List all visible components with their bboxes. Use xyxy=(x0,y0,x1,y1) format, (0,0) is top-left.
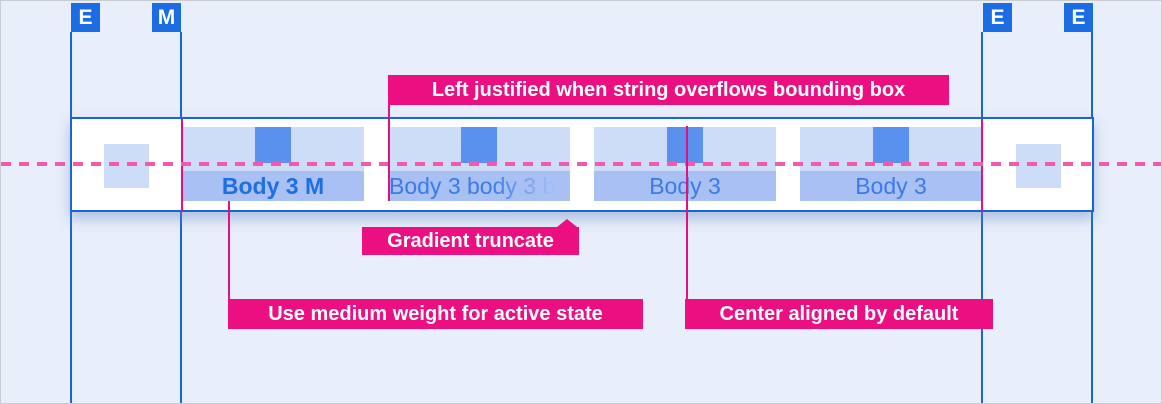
spacing-square-marker xyxy=(873,127,909,163)
guide-line-first-tab xyxy=(180,32,182,403)
spacing-square-marker xyxy=(461,127,497,163)
tab-label: Body 3 xyxy=(594,171,776,201)
annotation-left-justified: Left justified when string overflows bou… xyxy=(388,75,949,105)
spacing-chip-m: M xyxy=(152,3,181,32)
spacing-chip-e: E xyxy=(1064,3,1093,32)
tab-label: Body 3 M xyxy=(182,171,364,201)
tab-label: Body 3 xyxy=(800,171,982,201)
connector-left-justified xyxy=(388,105,390,201)
spacing-chip-e: E xyxy=(71,3,100,32)
gradient-truncate-overlay xyxy=(490,171,570,201)
horizontal-center-dashed-line xyxy=(1,162,1161,166)
leading-icon-placeholder[interactable] xyxy=(104,144,149,188)
guide-line-last-tab xyxy=(981,32,983,403)
spacing-square-marker xyxy=(667,127,703,163)
annotation-medium-weight: Use medium weight for active state xyxy=(228,299,643,329)
spacing-square-marker xyxy=(255,127,291,163)
annotation-gradient-truncate: Gradient truncate xyxy=(362,227,579,255)
spacing-chip-e: E xyxy=(983,3,1012,32)
trailing-icon-placeholder[interactable] xyxy=(1016,144,1061,188)
connector-center-aligned xyxy=(686,126,688,299)
annotation-center-aligned: Center aligned by default xyxy=(685,299,993,329)
connector-medium-weight xyxy=(228,201,230,299)
guide-line-right-edge xyxy=(1091,32,1093,403)
guide-line-left-edge xyxy=(70,32,72,403)
annotation-caret-icon xyxy=(557,219,577,227)
